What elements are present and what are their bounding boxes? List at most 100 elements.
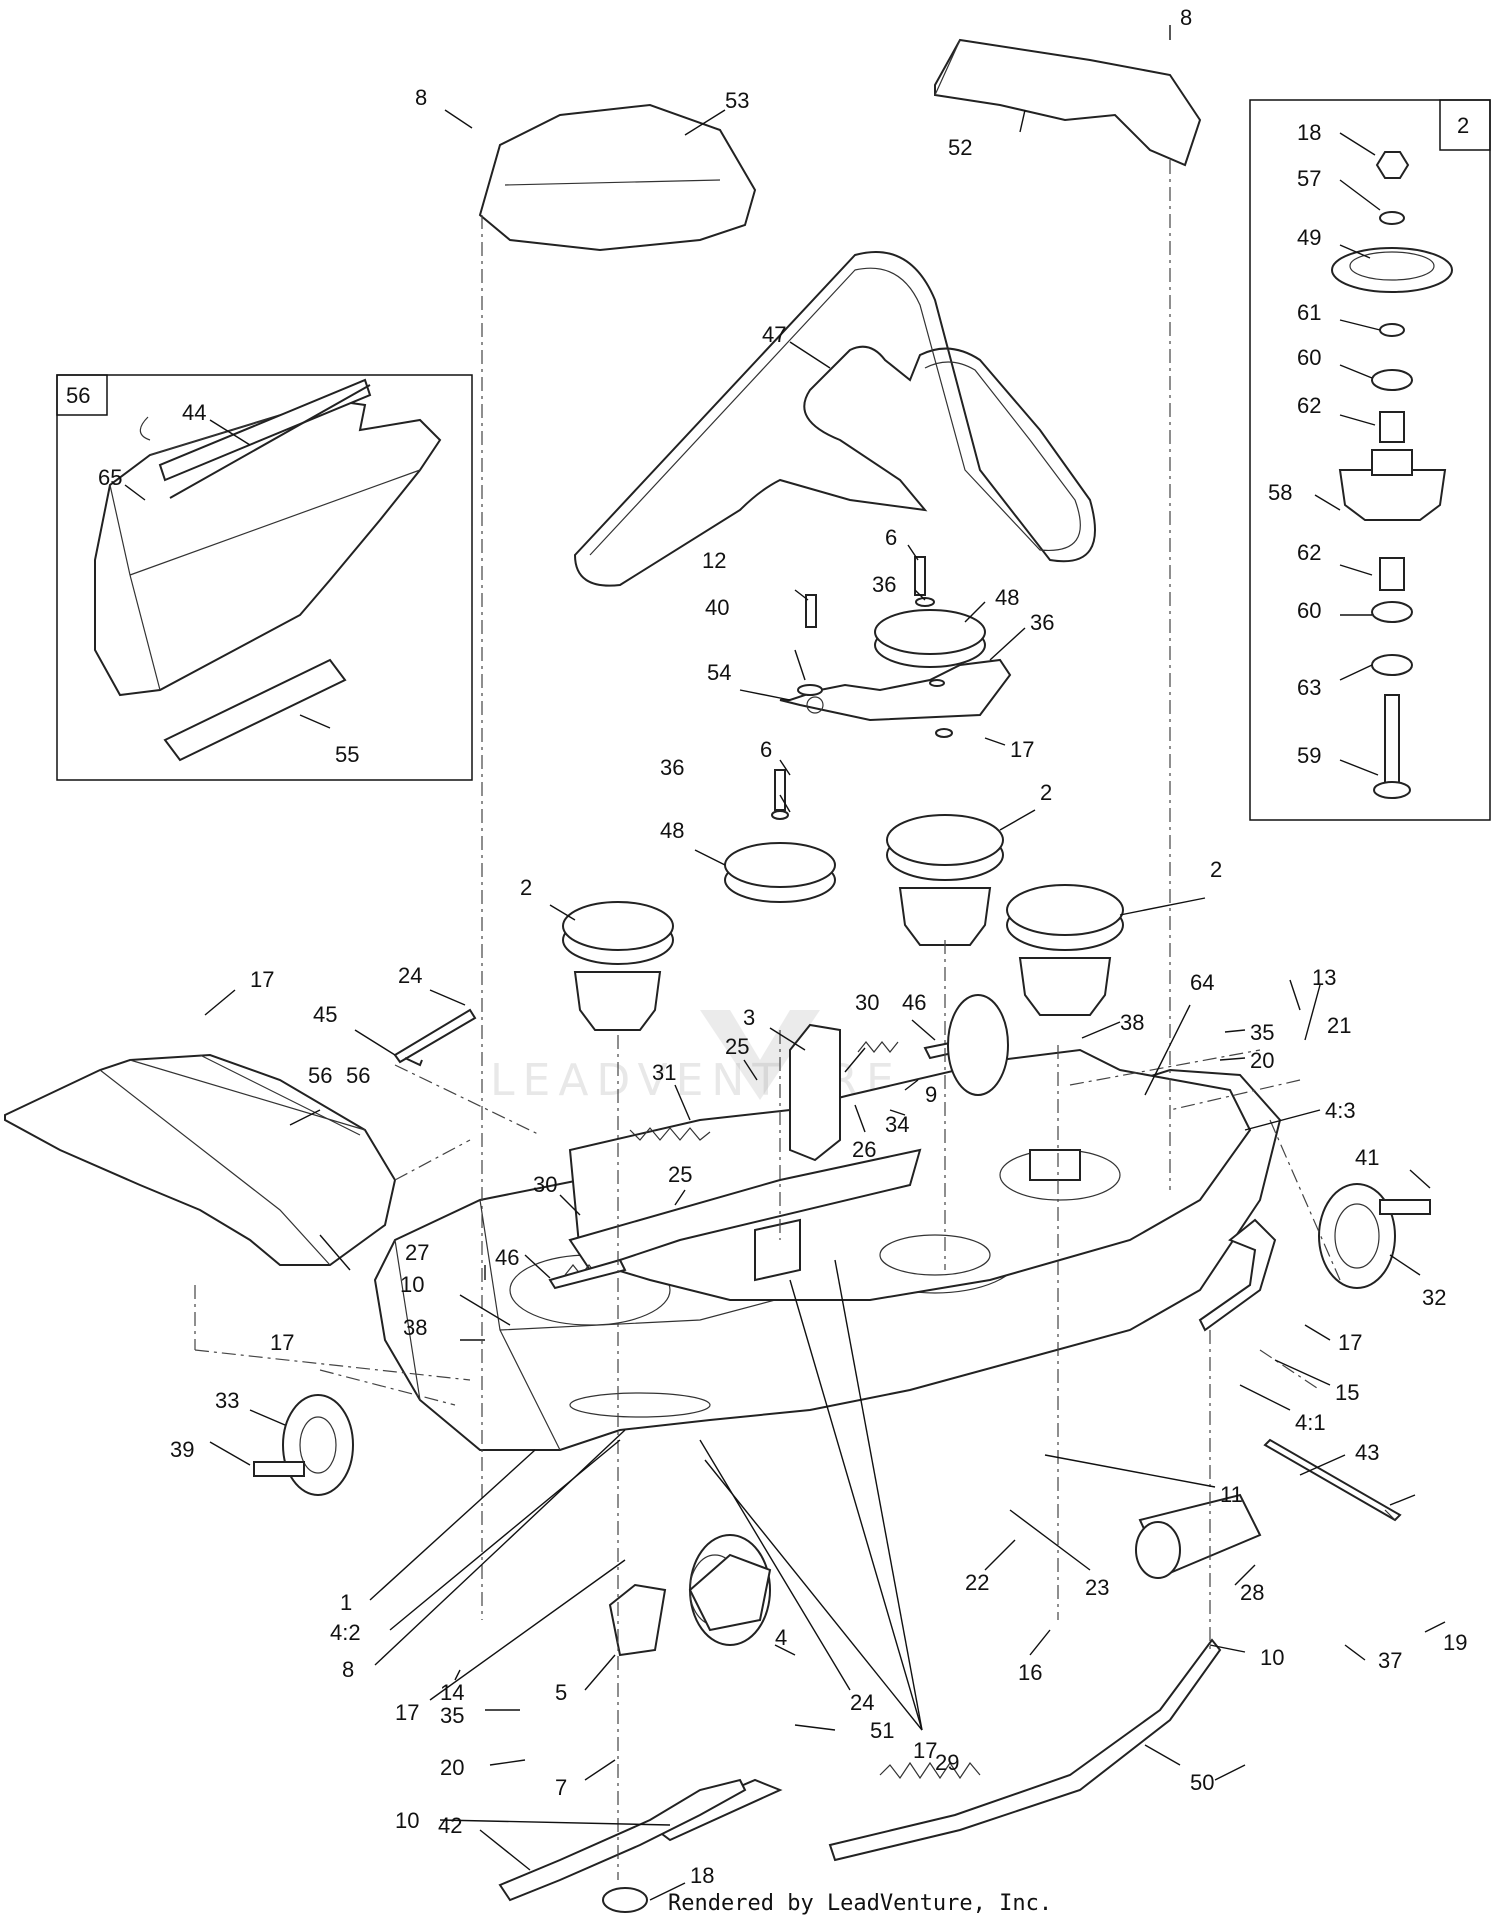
inset-2-tag: 2 <box>1457 113 1469 138</box>
callout: 25 <box>725 1034 749 1059</box>
spindle-2-center <box>886 814 1004 946</box>
callout: 35 <box>440 1703 464 1728</box>
callout: 59 <box>1297 743 1321 768</box>
rod-15 <box>1198 1218 1277 1332</box>
callout: 21 <box>1327 1013 1351 1038</box>
callout: 29 <box>935 1750 959 1775</box>
callout-labels: 8 53 8 52 47 56 44 65 55 18 57 49 61 60 … <box>98 5 1467 1888</box>
hanger-bar <box>568 1148 922 1282</box>
spring-30-upper <box>857 1041 899 1053</box>
callout: 23 <box>1085 1575 1109 1600</box>
callout: 37 <box>1378 1648 1402 1673</box>
callout: 24 <box>850 1690 874 1715</box>
callout: 12 <box>702 548 726 573</box>
callout: 56 <box>308 1063 332 1088</box>
callout: 17 <box>1338 1330 1362 1355</box>
callout: 20 <box>1250 1048 1274 1073</box>
callout: 56 <box>346 1063 370 1088</box>
callout: 36 <box>1030 610 1054 635</box>
callout: 41 <box>1355 1145 1379 1170</box>
callout: 18 <box>1297 120 1321 145</box>
idler-pulley-48-upper <box>874 609 986 668</box>
callout: 17 <box>250 967 274 992</box>
wheel-32 <box>1318 1183 1431 1289</box>
footer-credit: Rendered by LeadVenture, Inc. <box>668 1891 1052 1916</box>
callout: 31 <box>652 1060 676 1085</box>
callout: 43 <box>1355 1440 1379 1465</box>
callout: 10 <box>400 1272 424 1297</box>
callout: 1 <box>340 1590 352 1615</box>
discharge-chute-56 <box>4 1053 397 1266</box>
deck-bracket-3 <box>789 1023 841 1162</box>
callout: 34 <box>885 1112 909 1137</box>
callout: 28 <box>1240 1580 1264 1605</box>
callout: 30 <box>855 990 879 1015</box>
callout: 35 <box>1250 1020 1274 1045</box>
wheel-33 <box>253 1394 354 1496</box>
callout: 9 <box>925 1082 937 1107</box>
callout: 50 <box>1190 1770 1214 1795</box>
callout: 16 <box>1018 1660 1042 1685</box>
spring-31 <box>629 1127 711 1141</box>
callout: 17 <box>913 1738 937 1763</box>
rod-45 <box>393 1008 477 1067</box>
baffle-50 <box>828 1638 1222 1862</box>
callout: 22 <box>965 1570 989 1595</box>
callout: 17 <box>1010 737 1034 762</box>
callout: 36 <box>872 572 896 597</box>
callout: 24 <box>398 963 422 988</box>
callout: 4 <box>775 1625 787 1650</box>
callout: 51 <box>870 1718 894 1743</box>
callout: 38 <box>403 1315 427 1340</box>
spindle-2-right <box>1006 884 1124 1016</box>
belt-cover-52 <box>934 38 1202 167</box>
callout: 5 <box>555 1680 567 1705</box>
callout: 60 <box>1297 345 1321 370</box>
wheel-front-right <box>947 994 1009 1096</box>
callout: 49 <box>1297 225 1321 250</box>
inset-2: 2 <box>1249 99 1491 821</box>
callout: 58 <box>1268 480 1292 505</box>
callout: 2 <box>520 875 532 900</box>
callout: 19 <box>1443 1630 1467 1655</box>
alignment-lines <box>194 160 1341 1880</box>
bracket-4-lower <box>688 1553 772 1632</box>
callout: 10 <box>1260 1645 1284 1670</box>
idler-pulley-48-lower <box>724 842 836 903</box>
roller-28 <box>1135 1493 1262 1579</box>
callout: 26 <box>852 1137 876 1162</box>
spindle-2-left <box>562 901 674 1031</box>
callout: 63 <box>1297 675 1321 700</box>
callout: 8 <box>1180 5 1192 30</box>
callout: 4:3 <box>1325 1098 1356 1123</box>
callout: 44 <box>182 400 206 425</box>
callout: 47 <box>762 322 786 347</box>
callout: 54 <box>707 660 731 685</box>
callout: 14 <box>440 1680 464 1705</box>
callout: 45 <box>313 1002 337 1027</box>
callout: 25 <box>668 1162 692 1187</box>
lift-rod-43 <box>1263 1438 1402 1522</box>
callout: 20 <box>440 1755 464 1780</box>
callout: 3 <box>743 1005 755 1030</box>
callout: 57 <box>1297 166 1321 191</box>
spring-29 <box>879 1761 981 1780</box>
callout: 42 <box>438 1813 462 1838</box>
callout: 36 <box>660 755 684 780</box>
callout: 4:1 <box>1295 1410 1326 1435</box>
callout: 8 <box>415 85 427 110</box>
callout: 38 <box>1120 1010 1144 1035</box>
belt-47 <box>573 251 1096 587</box>
callout: 46 <box>902 990 926 1015</box>
callout: 7 <box>555 1775 567 1800</box>
callout: 2 <box>1210 857 1222 882</box>
belt-cover-53 <box>478 103 757 252</box>
callout: 15 <box>1335 1380 1359 1405</box>
callout: 27 <box>405 1240 429 1265</box>
bracket-5 <box>608 1583 667 1657</box>
callout: 10 <box>395 1808 419 1833</box>
callout: 39 <box>170 1437 194 1462</box>
callout: 17 <box>270 1330 294 1355</box>
callout: 52 <box>948 135 972 160</box>
